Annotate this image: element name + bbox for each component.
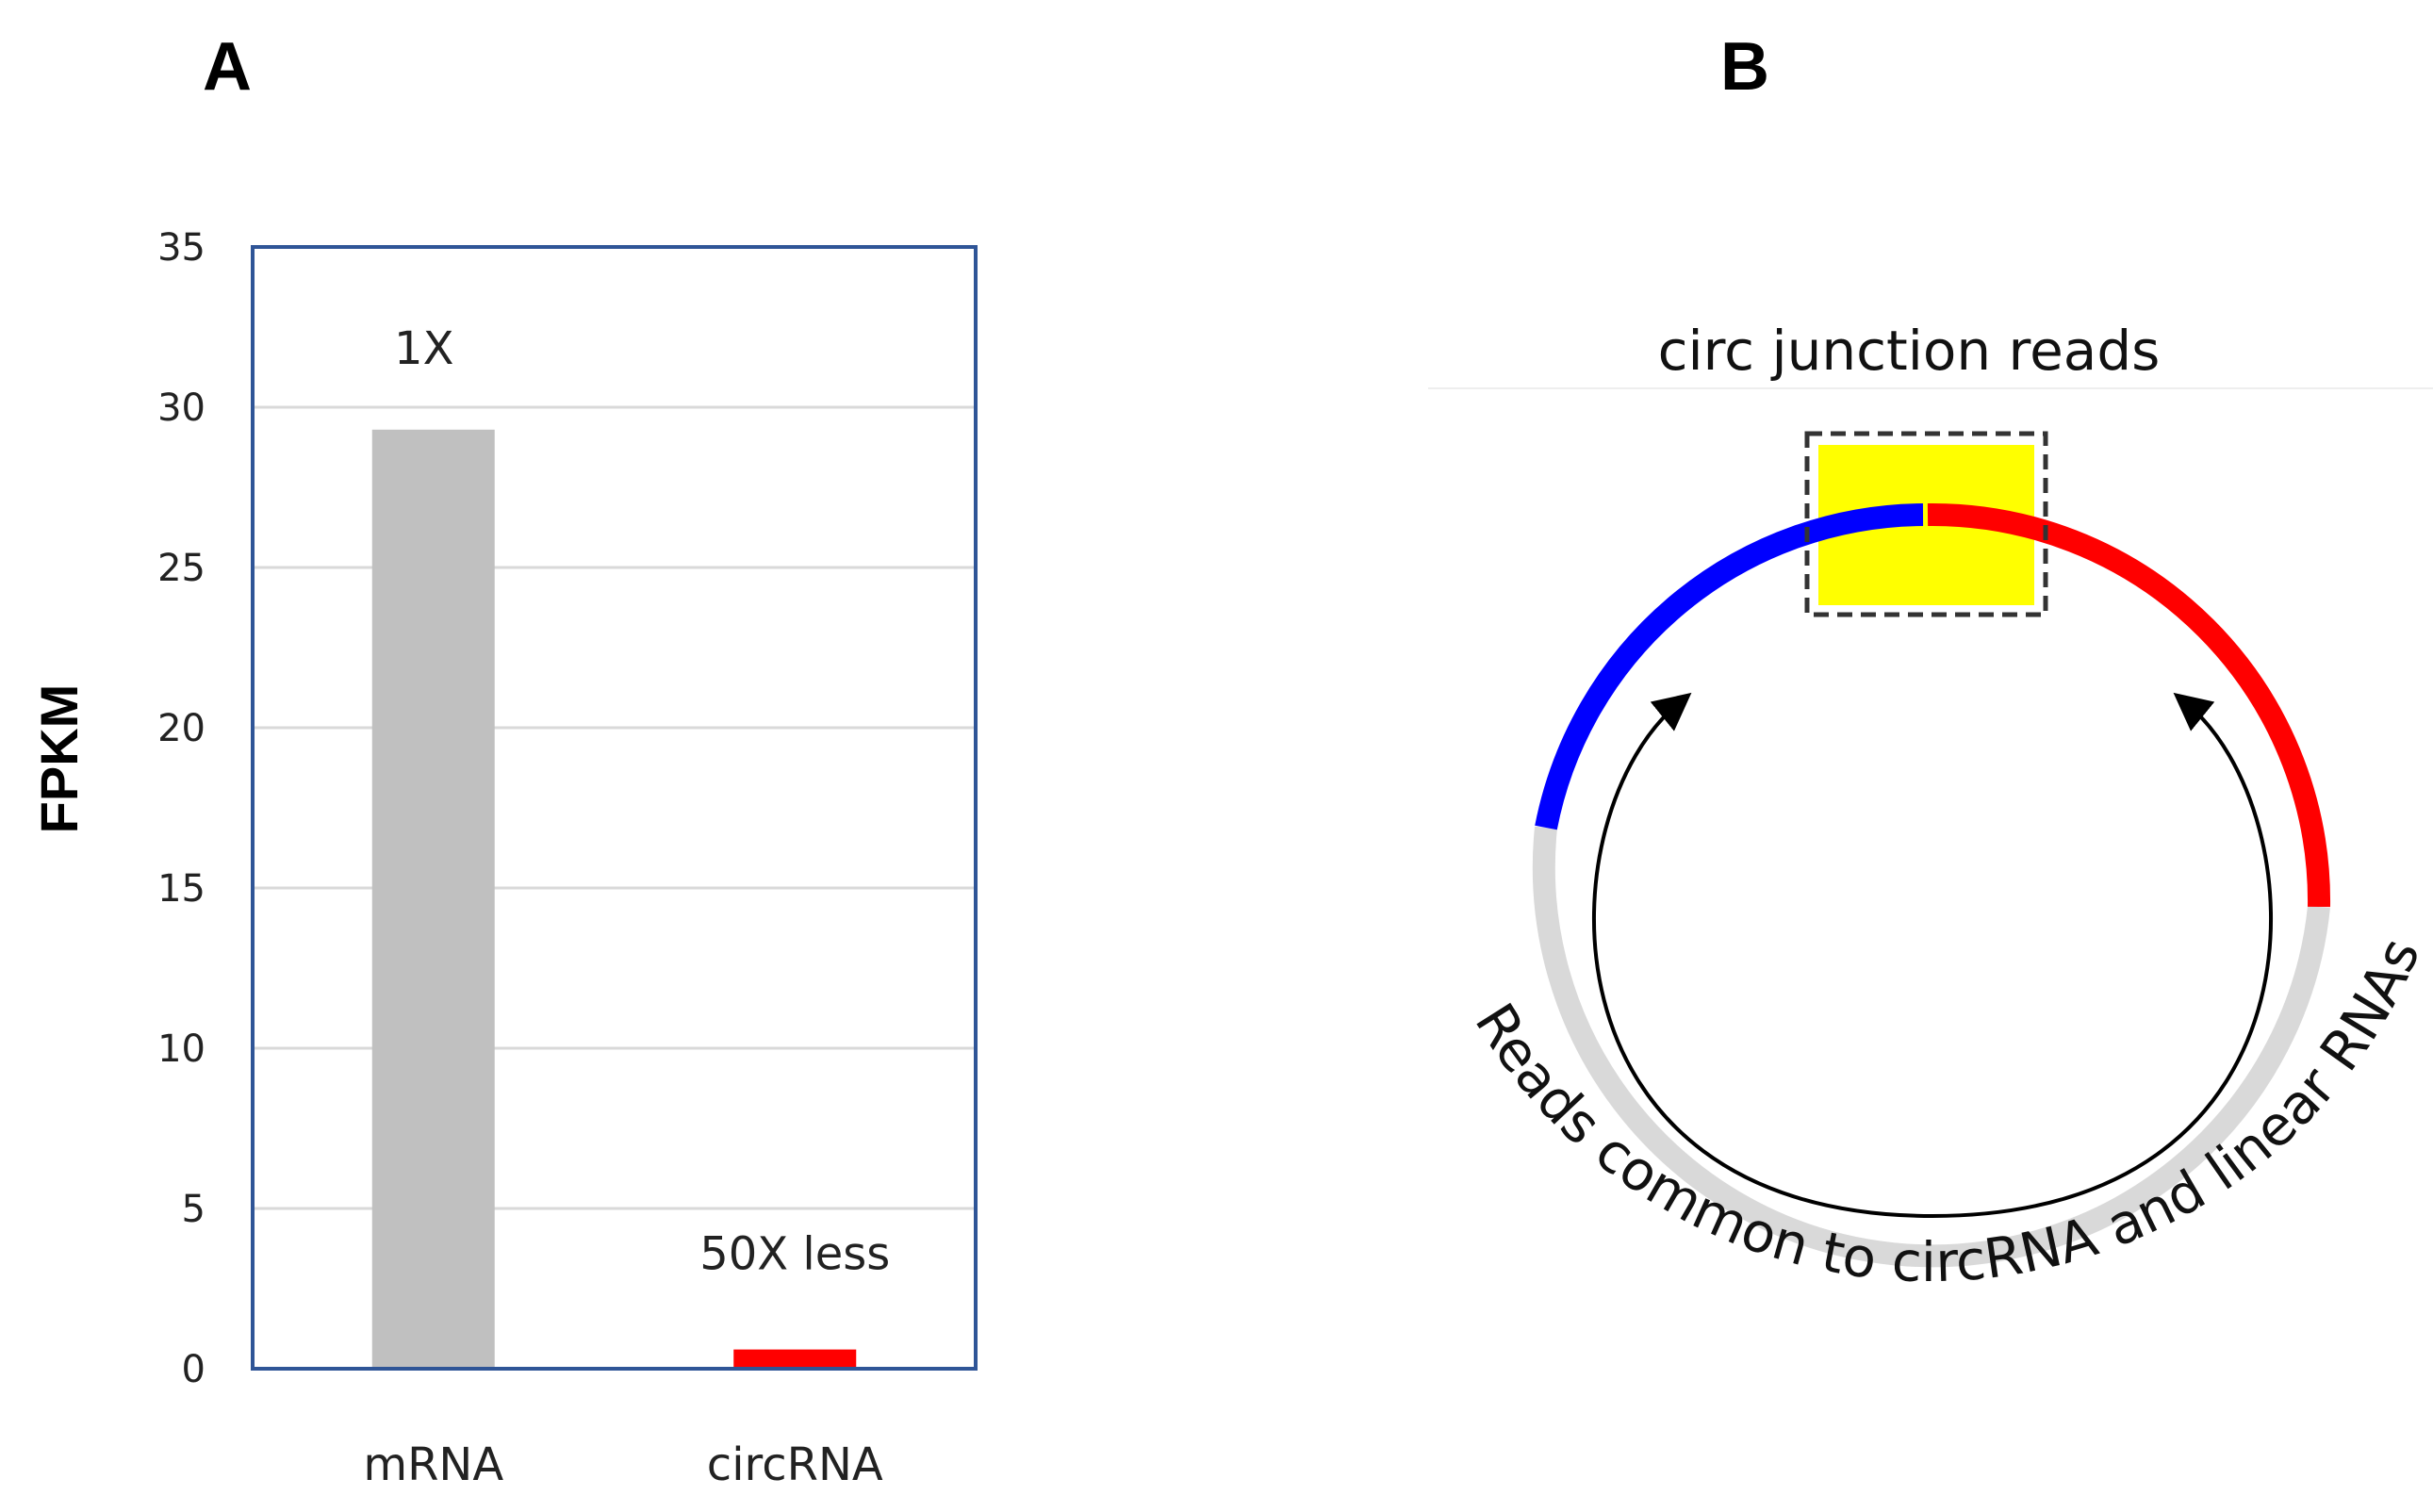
gridlines xyxy=(253,405,976,1210)
right-exon-segment xyxy=(1927,502,2331,908)
y-tick-label: 30 xyxy=(157,386,205,430)
y-tick-label: 0 xyxy=(182,1348,205,1391)
junction-box-outline xyxy=(1804,431,2048,617)
y-axis-label: FPKM xyxy=(29,684,89,834)
x-category-label: circRNA xyxy=(707,1438,883,1491)
y-tick-label: 35 xyxy=(157,226,205,270)
y-tick-label: 5 xyxy=(182,1188,205,1231)
y-tick-label: 25 xyxy=(157,547,205,590)
common-reads-label-path: Reads common to circRNA and linear RNAs xyxy=(1463,929,2433,1294)
bar-circrna xyxy=(733,1349,857,1369)
y-tick-labels: 0 5 10 15 20 25 30 35 xyxy=(157,226,205,1391)
x-category-labels: mRNA circRNA xyxy=(363,1438,883,1491)
y-tick-label: 20 xyxy=(157,707,205,750)
panel-b-label: B xyxy=(1720,29,1769,105)
y-tick-label: 15 xyxy=(157,867,205,911)
common-reads-label: Reads common to circRNA and linear RNAs xyxy=(1463,929,2433,1294)
common-segment xyxy=(1532,826,2330,1268)
circrna-diagram: circ junction reads Reads common to circ… xyxy=(1428,319,2433,1294)
right-arrow xyxy=(1932,692,2273,1218)
x-category-label: mRNA xyxy=(363,1438,503,1491)
y-tick-label: 10 xyxy=(157,1027,205,1071)
plot-frame xyxy=(251,245,978,1371)
bars xyxy=(371,429,857,1369)
bar-annotation: 1X xyxy=(394,322,453,375)
bar-annotation: 50X less xyxy=(699,1228,890,1281)
bar-mrna xyxy=(371,429,495,1369)
panel-a-label: A xyxy=(203,29,252,105)
bar-chart: 0 5 10 15 20 25 30 35 1X 50X less mRNA circRNA FP… xyxy=(29,226,978,1491)
bar-annotations: 1X 50X less xyxy=(394,322,890,1281)
left-arrow xyxy=(1592,692,1933,1218)
left-exon-segment xyxy=(1535,503,1924,830)
junction-label: circ junction reads xyxy=(1658,319,2161,383)
